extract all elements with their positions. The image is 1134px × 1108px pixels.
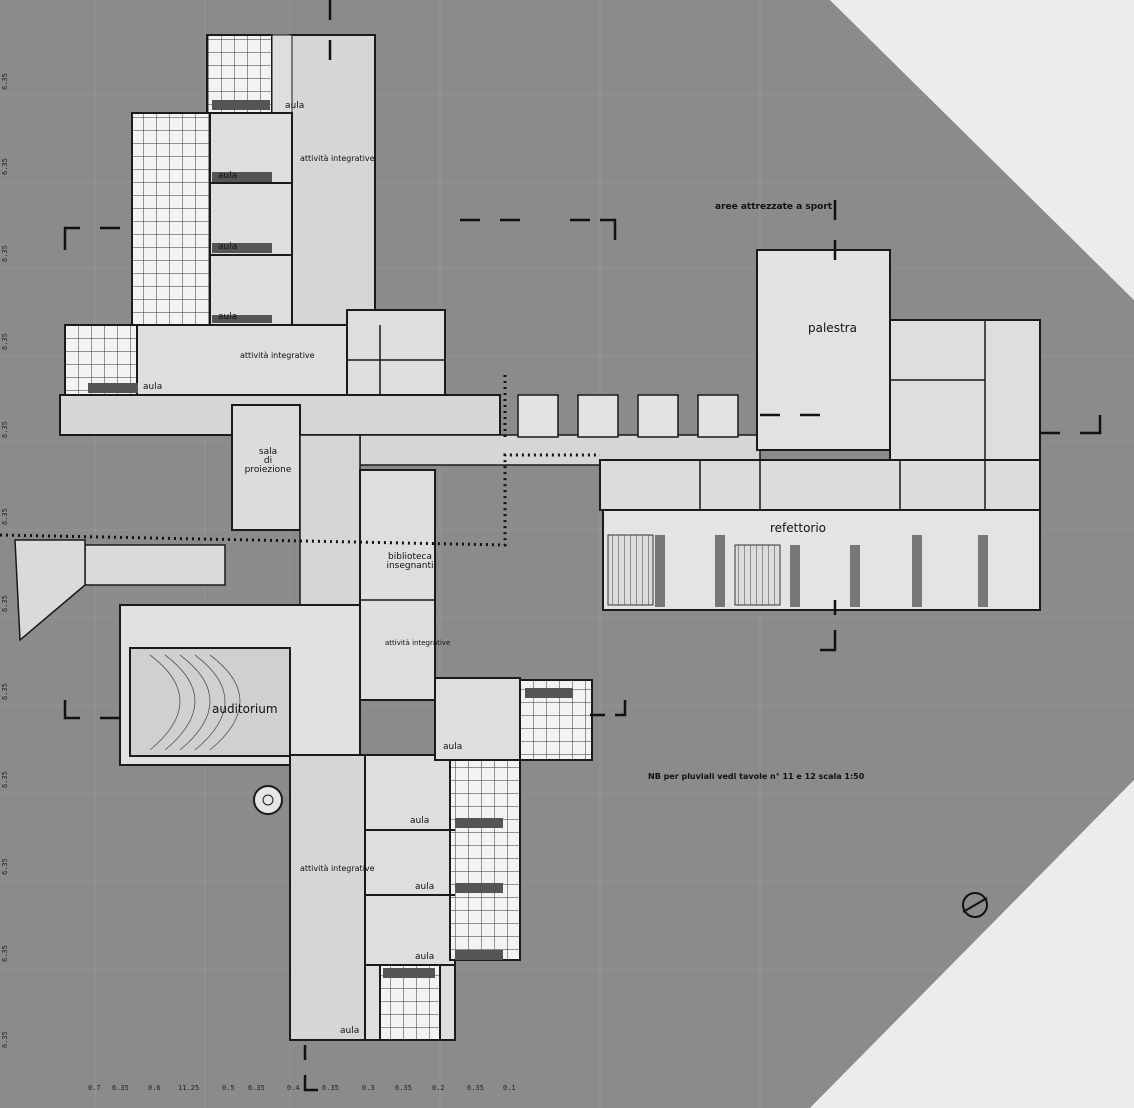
label-aula-9: aula xyxy=(415,952,435,962)
gym xyxy=(756,249,891,451)
dim-bottom-1: 6.35 xyxy=(112,1084,129,1092)
label-attivita-4: attività integrative xyxy=(300,864,375,873)
south-classroom-tiles xyxy=(449,754,521,961)
dim-bottom-0: 0.7 xyxy=(88,1084,101,1092)
dim-left-8: 6.35 xyxy=(1,683,9,700)
label-aula-1: aula xyxy=(285,101,305,111)
auditorium-seating xyxy=(149,654,241,751)
dim-left-1: 6.35 xyxy=(1,73,9,90)
dim-bottom-8: 0.3 xyxy=(362,1084,375,1092)
section-markers xyxy=(63,0,1102,1092)
dim-left-11: 6.35 xyxy=(1,945,9,962)
label-aula-6: aula xyxy=(443,742,463,752)
label-aula-8: aula xyxy=(415,882,435,892)
dim-left-3: 6.35 xyxy=(1,245,9,262)
dim-bottom-10: 0.2 xyxy=(432,1084,445,1092)
dim-left-6: 6.35 xyxy=(1,508,9,525)
classroom-block xyxy=(209,112,293,326)
dim-left-10: 6.35 xyxy=(1,858,9,875)
label-auditorium: auditorium xyxy=(212,702,278,716)
library xyxy=(359,469,436,701)
dim-left-7: 6.35 xyxy=(1,595,9,612)
gym-services xyxy=(889,319,1041,461)
spiral-stair xyxy=(253,785,283,815)
dim-left-4: 6.35 xyxy=(1,333,9,350)
service-rooms-row xyxy=(599,459,1041,511)
refectory xyxy=(602,509,1041,611)
dim-bottom-7: 6.35 xyxy=(322,1084,339,1092)
label-aula-10: aula xyxy=(340,1026,360,1036)
property-line xyxy=(0,375,600,547)
label-attivita-2: attività integrative xyxy=(240,351,315,360)
main-entrance xyxy=(84,544,226,586)
services-block xyxy=(346,309,446,396)
north-arrow-icon xyxy=(962,892,988,918)
label-aula-7: aula xyxy=(410,816,430,826)
label-aula-2: aula xyxy=(218,171,238,181)
label-sala-proiezione: sala di proiezione xyxy=(244,447,292,475)
south-east-classroom xyxy=(434,677,521,761)
label-biblioteca: biblioteca insegnanti xyxy=(386,552,434,571)
note-pluviali: NB per pluviali vedi tavole n° 11 e 12 s… xyxy=(648,772,865,781)
refectory-columns xyxy=(655,535,988,607)
dim-bottom-2: 0.6 xyxy=(148,1084,161,1092)
label-aula-3: aula xyxy=(218,242,238,252)
dim-left-12: 6.35 xyxy=(1,1031,9,1048)
note-aree-attrezzate: aree attrezzate a sport xyxy=(715,202,833,212)
label-palestra: palestra xyxy=(808,321,857,335)
label-aula-5: aula xyxy=(143,382,163,392)
dim-bottom-4: 0.5 xyxy=(222,1084,235,1092)
label-refettorio: refettorio xyxy=(770,521,827,535)
dim-left-5: 6.35 xyxy=(1,421,9,438)
label-attivita-3: attività integrative xyxy=(385,639,451,647)
dim-bottom-9: 6.35 xyxy=(395,1084,412,1092)
dim-bottom-11: 6.35 xyxy=(467,1084,484,1092)
north-wing-corridor xyxy=(289,34,376,326)
dim-bottom-3: 11.25 xyxy=(178,1084,200,1092)
dim-bottom-12: 0.1 xyxy=(503,1084,516,1092)
dim-bottom-5: 6.35 xyxy=(248,1084,265,1092)
label-aula-4: aula xyxy=(218,312,238,322)
entrance-ramp xyxy=(14,539,86,642)
classroom-tiles-2 xyxy=(131,112,211,326)
site-exterior xyxy=(830,0,1134,300)
south-corridor xyxy=(289,754,366,1041)
dim-left-2: 6.35 xyxy=(1,158,9,175)
north-symbol-text: ⊖ xyxy=(1000,898,1001,899)
dim-left-9: 6.35 xyxy=(1,771,9,788)
west-classroom xyxy=(136,324,348,396)
label-attivita-1: attività integrative xyxy=(300,154,375,163)
dim-bottom-6: 0.4 xyxy=(287,1084,300,1092)
